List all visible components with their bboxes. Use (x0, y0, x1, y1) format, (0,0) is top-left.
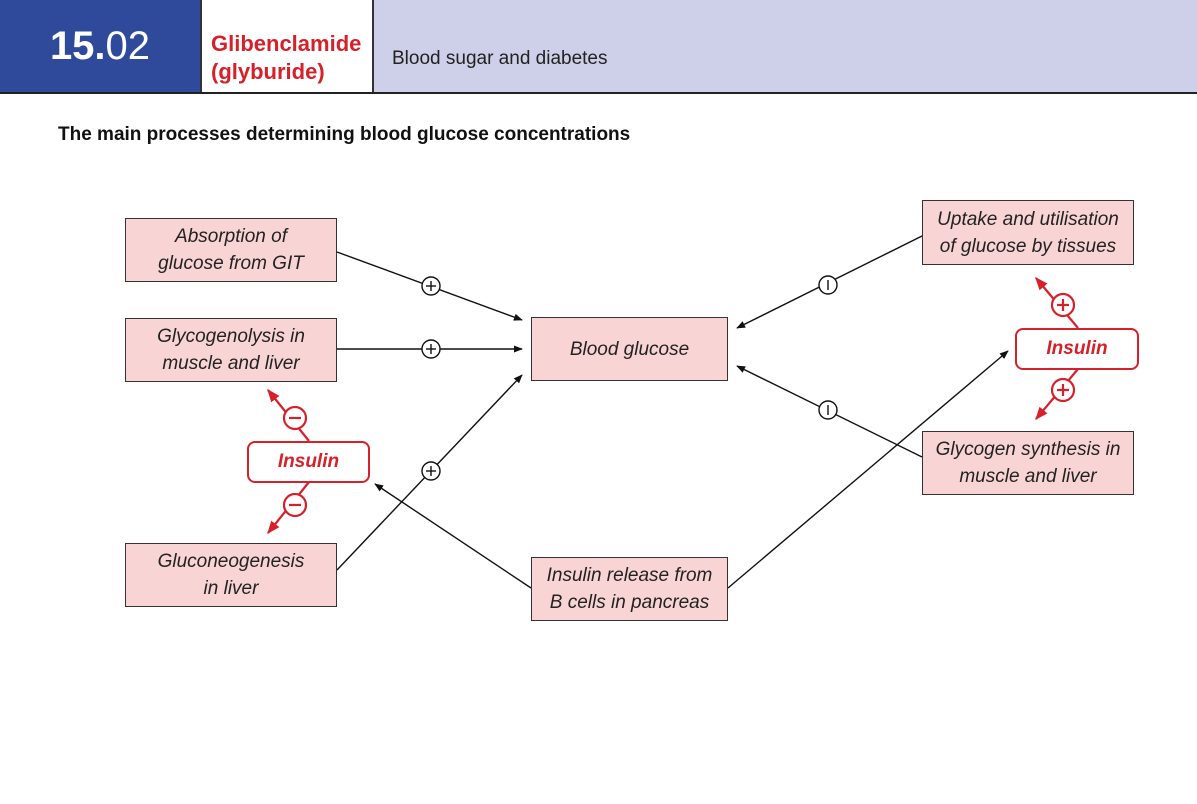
plus-sign-gluconeogenesis (421, 461, 441, 481)
chapter-minor: 02 (105, 23, 151, 68)
node-absorption-line1: Absorption of (175, 226, 287, 247)
node-glycogenolysis: Glycogenolysis in muscle and liver (125, 318, 337, 382)
node-glycogen-synthesis: Glycogen synthesis in muscle and liver (922, 431, 1134, 495)
minus-sign-glycogen-synthesis (818, 400, 838, 420)
node-gluconeogenesis-line2: in liver (203, 578, 259, 599)
node-gluconeogenesis: Gluconeogenesis in liver (125, 543, 337, 607)
plus-sign-glycogenolysis (421, 339, 441, 359)
node-blood-glucose-label: Blood glucose (569, 338, 690, 360)
red-plus-sign-uptake (1050, 292, 1076, 318)
node-absorption-line2: glucose from GIT (158, 253, 304, 274)
drug-name-line1: Glibenclamide (211, 31, 362, 56)
chapter-number: 15.02 (0, 0, 200, 92)
node-uptake-line1: Uptake and utilisation (937, 208, 1119, 230)
node-glycogen-synthesis-line2: muscle and liver (959, 466, 1097, 487)
node-uptake-line2: of glucose by tissues (939, 235, 1117, 257)
node-uptake: Uptake and utilisation of glucose by tiss… (922, 200, 1134, 265)
page-title: The main processes determining blood glu… (58, 124, 631, 145)
topic-label: Blood sugar and diabetes (374, 0, 1197, 92)
node-gluconeogenesis-line1: Gluconeogenesis (157, 551, 305, 572)
node-insulin-release: Insulin release from B cells in pancreas (531, 557, 728, 621)
red-plus-sign-glycogen-synthesis (1050, 377, 1076, 403)
plus-sign-absorption (421, 276, 441, 296)
drug-name-line2: (glyburide) (211, 59, 325, 84)
header-divider (0, 92, 1197, 94)
arrow-insulin-release-to-left-insulin (374, 483, 532, 589)
chapter-major: 15. (49, 23, 106, 68)
minus-sign-uptake (818, 275, 838, 295)
node-insulin-release-line1: Insulin release from (546, 565, 713, 586)
node-absorption: Absorption of glucose from GIT (125, 218, 337, 282)
page-header: 15.02 Glibenclamide (glyburide) Blood su… (0, 0, 1197, 94)
red-minus-sign-gluconeogenesis (282, 492, 308, 518)
node-glycogenolysis-line1: Glycogenolysis in (157, 326, 305, 347)
node-blood-glucose: Blood glucose (531, 317, 728, 381)
drug-name: Glibenclamide (glyburide) (200, 0, 374, 92)
node-insulin-release-line2: B cells in pancreas (549, 592, 710, 613)
insulin-left: Insulin (247, 441, 370, 483)
node-glycogen-synthesis-line1: Glycogen synthesis in (935, 439, 1121, 460)
red-minus-sign-glycogenolysis (282, 405, 308, 431)
arrow-insulin-release-to-right-insulin (727, 350, 1009, 589)
node-glycogenolysis-line2: muscle and liver (162, 353, 300, 374)
insulin-right: Insulin (1015, 328, 1139, 370)
